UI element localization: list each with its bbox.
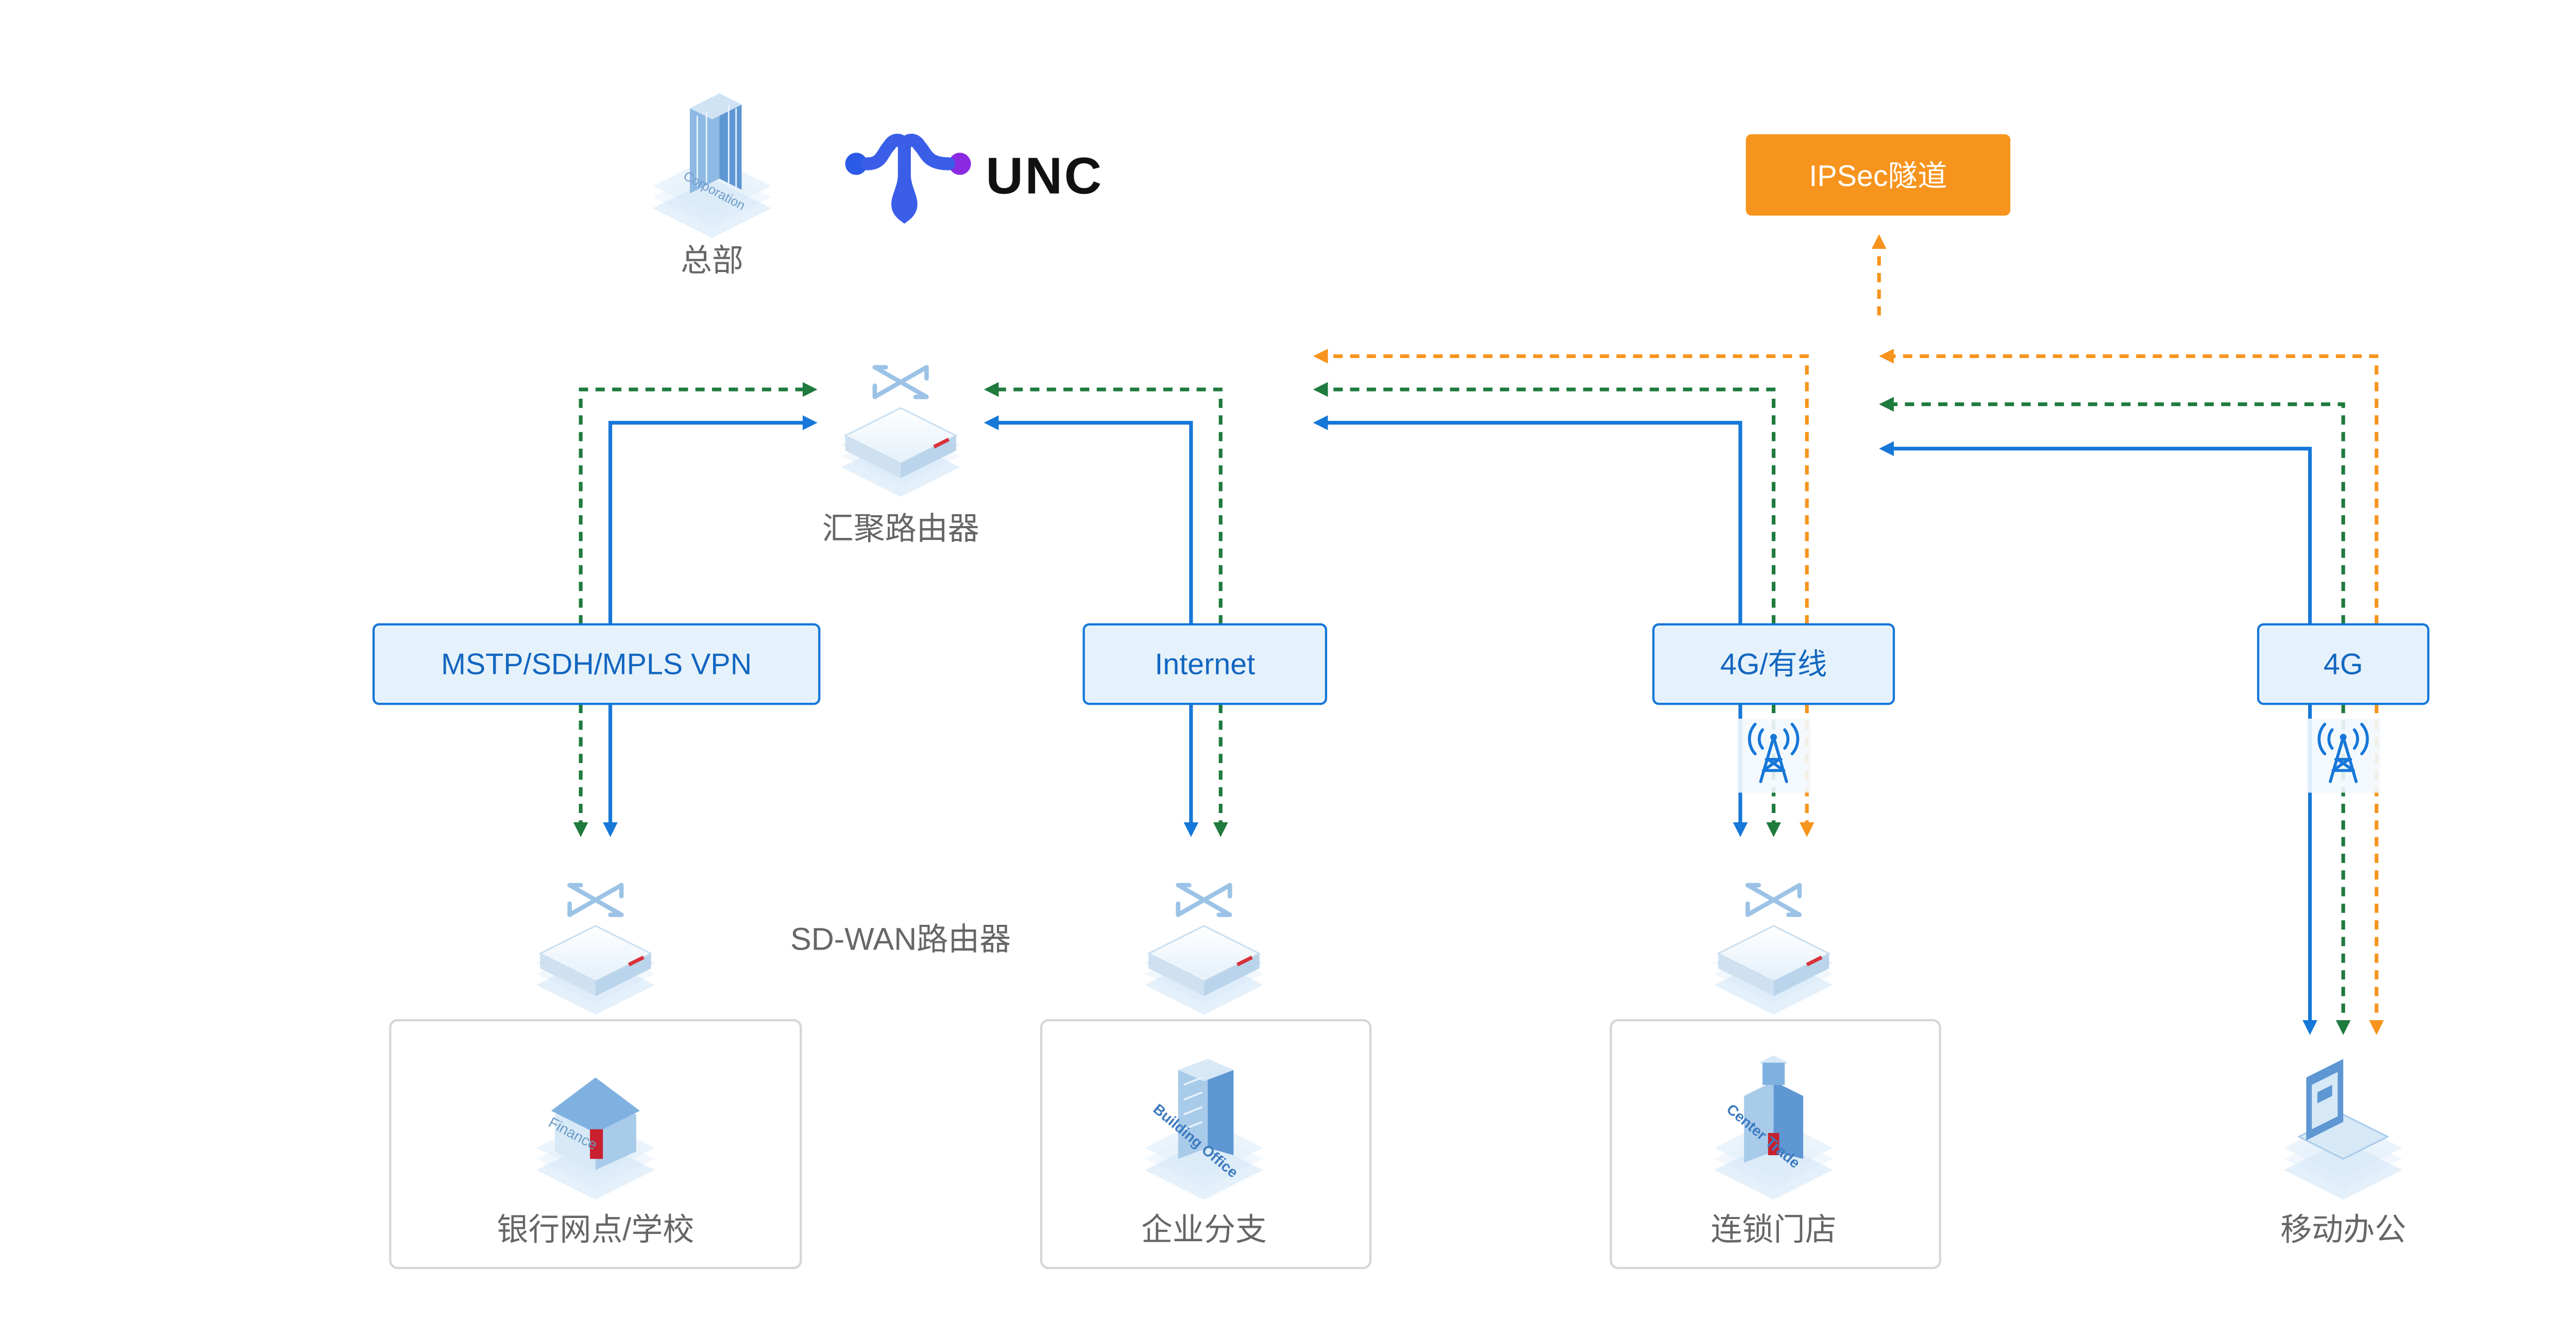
- router-icon: [536, 885, 655, 1014]
- hq-node: Corporation 总部: [653, 93, 771, 278]
- 4g-green-up: [1879, 397, 2345, 624]
- 4g-orange-up: [1879, 348, 2379, 624]
- unc-logo-text: UNC: [986, 147, 1104, 205]
- connection-lines: [573, 348, 2384, 1035]
- aggregation-router: 汇聚路由器: [822, 367, 979, 546]
- internet-green-up: [984, 382, 1223, 624]
- ipsec-tunnel-label: IPSec隧道: [1809, 160, 1947, 193]
- router-icon: [1715, 885, 1833, 1014]
- wired-orange-up: [1313, 348, 1809, 624]
- sdwan-router: [536, 885, 655, 1014]
- branch-site-mobile: 移动办公: [2280, 1059, 2406, 1247]
- link-box-4g: 4G: [2257, 623, 2430, 705]
- sdwan-router: [1145, 885, 1263, 1014]
- mstp-solid-up: [608, 415, 818, 624]
- mstp-green-up: [579, 382, 818, 624]
- office-building-icon: Building Office: [1145, 1059, 1263, 1200]
- link-box-internet: Internet: [1082, 623, 1327, 705]
- link-box-4g-wired: 4G/有线: [1652, 623, 1895, 705]
- link-label-4g: 4G: [2324, 648, 2363, 681]
- unc-logo: UNC: [845, 133, 1104, 224]
- branch-label-mobile: 移动办公: [2280, 1212, 2406, 1247]
- branch-label-store: 连锁门店: [1711, 1212, 1837, 1247]
- unc-logo-mark-icon: [845, 133, 971, 224]
- branch-label-office: 企业分支: [1141, 1212, 1267, 1247]
- wired-green-up: [1313, 382, 1776, 624]
- internet-solid-up: [984, 415, 1193, 624]
- 4g-solid-up: [1879, 441, 2312, 624]
- cell-tower-icon: [2306, 719, 2380, 793]
- branch-site-store: Center Trade 连锁门店: [1609, 1019, 1941, 1270]
- link-label-4g-wired: 4G/有线: [1720, 648, 1827, 681]
- branch-site-office: Building Office 企业分支: [1040, 1019, 1372, 1270]
- sdwan-router-label: SD-WAN路由器: [790, 922, 1011, 957]
- router-icon: [1145, 885, 1263, 1014]
- link-label-internet: Internet: [1155, 648, 1255, 681]
- hq-label: 总部: [681, 243, 743, 278]
- branch-label-bank: 银行网点/学校: [497, 1212, 694, 1247]
- sdwan-router: [1715, 885, 1833, 1014]
- cell-tower-icon: [1737, 719, 1811, 793]
- corporation-building-icon: Corporation: [653, 93, 771, 238]
- link-label-mstp: MSTP/SDH/MPLS VPN: [441, 648, 752, 681]
- branch-site-bank: Finance 银行网点/学校: [389, 1019, 802, 1270]
- wired-solid-up: [1313, 415, 1742, 624]
- trade-center-icon: Center Trade: [1714, 1055, 1833, 1200]
- laptop-icon: [2284, 1059, 2403, 1200]
- bank-building-icon: Finance: [536, 1077, 655, 1200]
- ipsec-tunnel-box: IPSec隧道: [1745, 134, 2011, 216]
- aggregation-router-label: 汇聚路由器: [822, 511, 979, 546]
- router-icon: [841, 367, 960, 497]
- link-box-mstp: MSTP/SDH/MPLS VPN: [372, 623, 821, 705]
